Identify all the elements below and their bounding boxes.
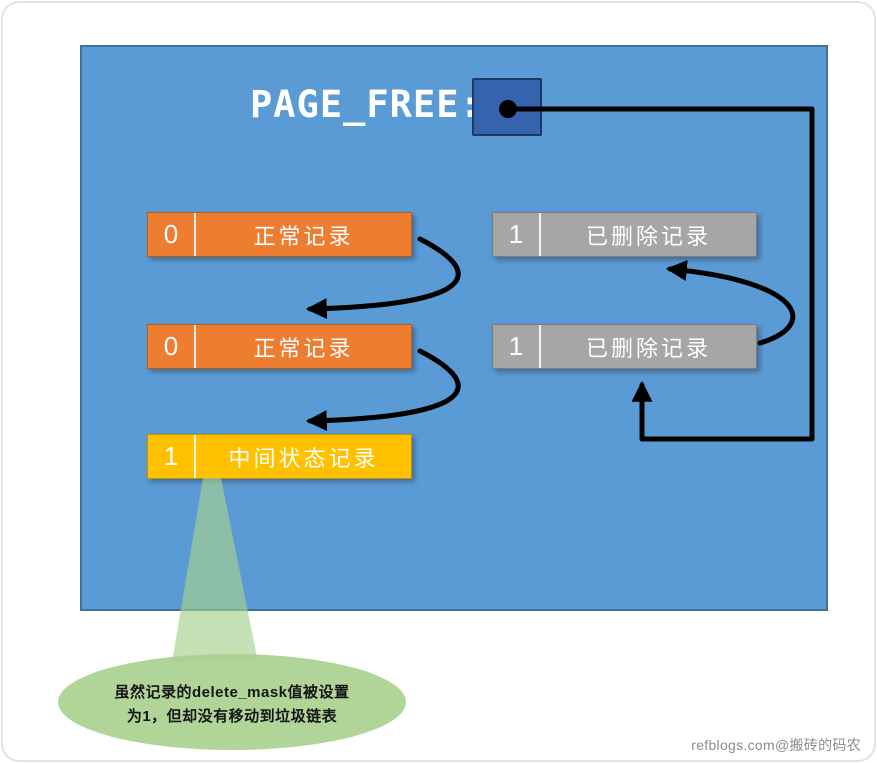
delete-mask-flag: 1	[493, 325, 541, 368]
page-free-panel: PAGE_FREE: 0 正常记录 0 正常记录 1 中间状态记录 1 已删除记…	[80, 45, 828, 611]
record-label: 已删除记录	[585, 335, 711, 361]
record-label: 已删除记录	[585, 223, 711, 249]
record-label: 正常记录	[253, 335, 354, 361]
delete-mask-flag: 1	[148, 435, 196, 478]
free-list-arrow	[505, 106, 815, 442]
callout-line-1: 虽然记录的delete_mask值被设置	[114, 684, 350, 701]
callout-line-2: 为1，但却没有移动到垃圾链表	[126, 708, 338, 725]
record-normal-1: 0 正常记录	[147, 212, 412, 257]
delete-mask-flag: 0	[148, 213, 196, 256]
record-intermediate: 1 中间状态记录	[147, 434, 412, 479]
record-deleted-2: 1 已删除记录	[492, 324, 757, 369]
record-deleted-1: 1 已删除记录	[492, 212, 757, 257]
record-label: 正常记录	[253, 223, 354, 249]
page-free-pointer-box	[472, 78, 542, 136]
callout-text: 虽然记录的delete_mask值被设置 为1，但却没有移动到垃圾链表	[62, 681, 402, 729]
watermark: refblogs.com@搬砖的码农	[691, 737, 861, 753]
delete-mask-flag: 1	[493, 213, 541, 256]
page-free-title: PAGE_FREE:	[250, 83, 483, 126]
delete-mask-flag: 0	[148, 325, 196, 368]
record-normal-2: 0 正常记录	[147, 324, 412, 369]
record-label: 中间状态记录	[228, 445, 379, 471]
